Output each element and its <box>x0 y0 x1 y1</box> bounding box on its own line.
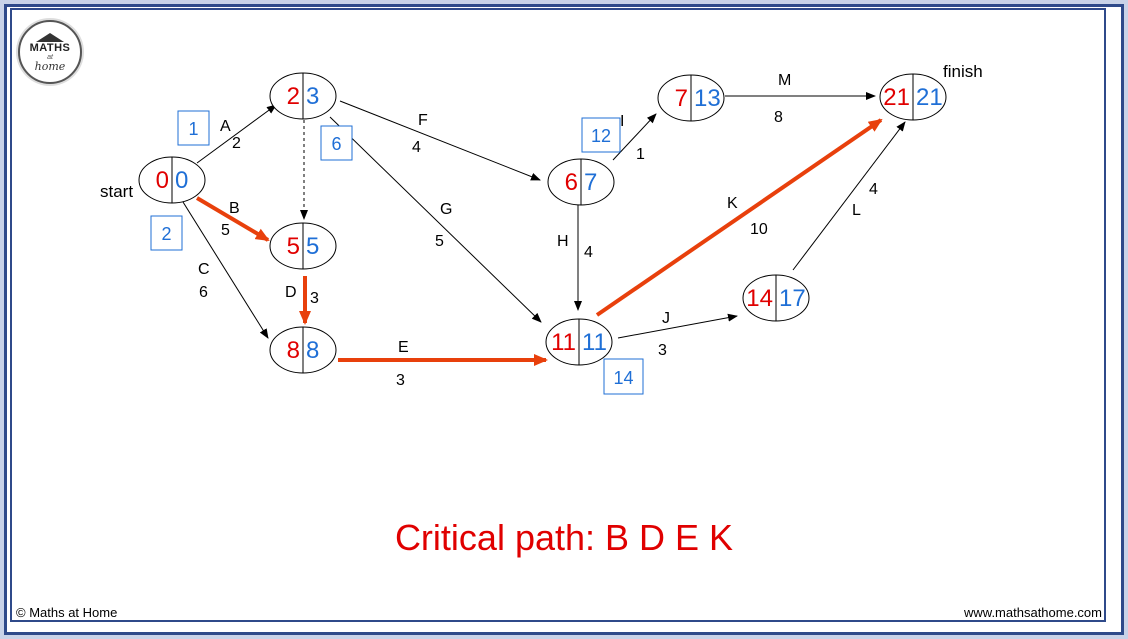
box-2: 2 <box>161 224 171 244</box>
logo-line2: at <box>47 53 53 61</box>
latest-time-n11: 11 <box>582 329 607 356</box>
edge-G <box>329 116 542 323</box>
latest-time-n0: 0 <box>175 167 188 194</box>
earliest-time-n6: 6 <box>565 169 578 196</box>
latest-time-n6: 7 <box>584 169 597 196</box>
activity-D-name: D <box>285 284 297 301</box>
activity-J-duration: 3 <box>658 342 667 359</box>
box-6: 6 <box>331 134 341 154</box>
latest-time-n8: 8 <box>306 337 319 364</box>
float-boxes: 1 2 6 12 14 <box>150 110 644 395</box>
edge-F <box>339 100 541 181</box>
activity-F-name: F <box>418 112 428 129</box>
house-roof-icon <box>36 32 64 42</box>
earliest-time-n14: 14 <box>746 285 773 312</box>
edges <box>182 92 906 339</box>
activity-J-name: J <box>662 310 670 327</box>
earliest-time-n2: 2 <box>287 83 300 110</box>
activity-C-name: C <box>198 261 210 278</box>
activity-G-name: G <box>440 201 452 218</box>
activity-H-name: H <box>557 233 569 250</box>
earliest-time-n21: 21 <box>883 84 910 111</box>
box-14: 14 <box>613 368 633 388</box>
activity-E-name: E <box>398 339 409 356</box>
activity-labels: A 2 B 5 C 6 D 3 E 3 F 4 G 5 H 4 I 1 J 3 … <box>198 72 878 389</box>
earliest-time-n11: 11 <box>551 329 576 356</box>
box-6-frame <box>320 125 353 161</box>
activity-F-duration: 4 <box>412 139 421 156</box>
activity-I-duration: 1 <box>636 146 645 163</box>
latest-time-n5: 5 <box>306 233 319 260</box>
activity-C-duration: 6 <box>199 284 208 301</box>
edge-B <box>195 196 270 242</box>
activity-D-duration: 3 <box>310 290 319 307</box>
edge-K <box>595 118 883 317</box>
activity-G-duration: 5 <box>435 233 444 250</box>
latest-time-n14: 17 <box>779 285 806 312</box>
edge-A <box>196 104 277 164</box>
logo-line3: home <box>34 59 66 73</box>
activity-B-name: B <box>229 200 240 217</box>
activity-H-duration: 4 <box>584 244 593 261</box>
activity-I-name: I <box>620 113 624 130</box>
activity-B-duration: 5 <box>221 222 230 239</box>
edge-J <box>617 313 738 339</box>
activity-L-name: L <box>852 202 861 219</box>
activity-A-duration: 2 <box>232 135 241 152</box>
latest-time-n7: 13 <box>694 85 721 112</box>
edge-C <box>182 201 269 339</box>
start-label: start <box>100 182 133 201</box>
earliest-time-n0: 0 <box>156 167 169 194</box>
earliest-time-n8: 8 <box>287 337 300 364</box>
earliest-time-n7: 7 <box>675 85 688 112</box>
logo-line1: MATHS <box>29 41 71 54</box>
activity-M-name: M <box>778 72 791 89</box>
latest-time-n2: 3 <box>306 83 319 110</box>
box-14-frame <box>603 358 644 395</box>
maths-at-home-logo: MATHS at home <box>18 20 82 84</box>
edge-L <box>792 121 906 271</box>
activity-E-duration: 3 <box>396 372 405 389</box>
activity-K-duration: 10 <box>750 221 768 238</box>
activity-L-duration: 4 <box>869 181 878 198</box>
box-12-frame <box>581 117 621 153</box>
box-1: 1 <box>188 119 198 139</box>
website-url: www.mathsathome.com <box>964 605 1102 620</box>
earliest-time-n5: 5 <box>287 233 300 260</box>
latest-time-n21: 21 <box>916 84 943 111</box>
box-2-frame <box>150 215 183 251</box>
copyright-text: © Maths at Home <box>16 605 118 620</box>
activity-A-name: A <box>220 118 231 135</box>
critical-path-statement: Critical path: B D E K <box>394 517 734 558</box>
finish-label: finish <box>943 62 983 81</box>
critical-edges <box>195 118 883 366</box>
box-1-frame <box>177 110 210 146</box>
activity-K-name: K <box>727 195 738 212</box>
box-12: 12 <box>591 126 611 146</box>
activity-M-duration: 8 <box>774 109 783 126</box>
